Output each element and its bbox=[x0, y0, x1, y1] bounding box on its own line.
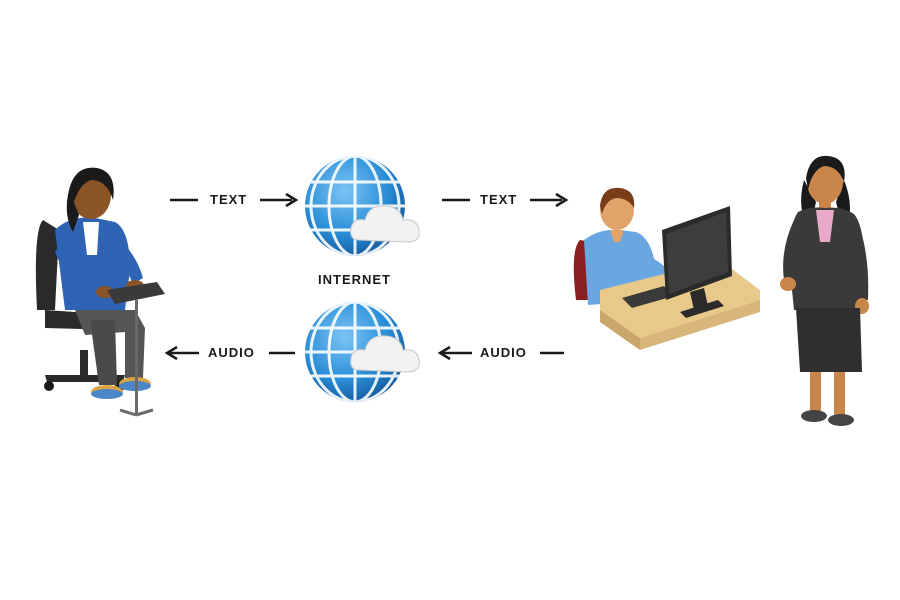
top-right-flow-label: TEXT bbox=[480, 192, 518, 207]
internet-label: INTERNET bbox=[318, 272, 391, 287]
top-left-flow-label: TEXT bbox=[210, 192, 248, 207]
standing-woman-icon bbox=[780, 155, 869, 426]
globe-cloud-icon bbox=[305, 302, 420, 402]
bottom-left-arrow bbox=[165, 345, 295, 361]
top-left-arrow bbox=[170, 192, 299, 208]
bottom-right-arrow bbox=[438, 345, 564, 361]
top-right-arrow bbox=[442, 192, 569, 208]
man-at-computer-icon bbox=[573, 187, 760, 350]
bottom-left-flow-label: AUDIO bbox=[208, 345, 255, 360]
bottom-right-flow-label: AUDIO bbox=[480, 345, 527, 360]
globe-cloud-icon bbox=[305, 156, 420, 256]
seated-woman-typing-icon bbox=[35, 167, 165, 417]
